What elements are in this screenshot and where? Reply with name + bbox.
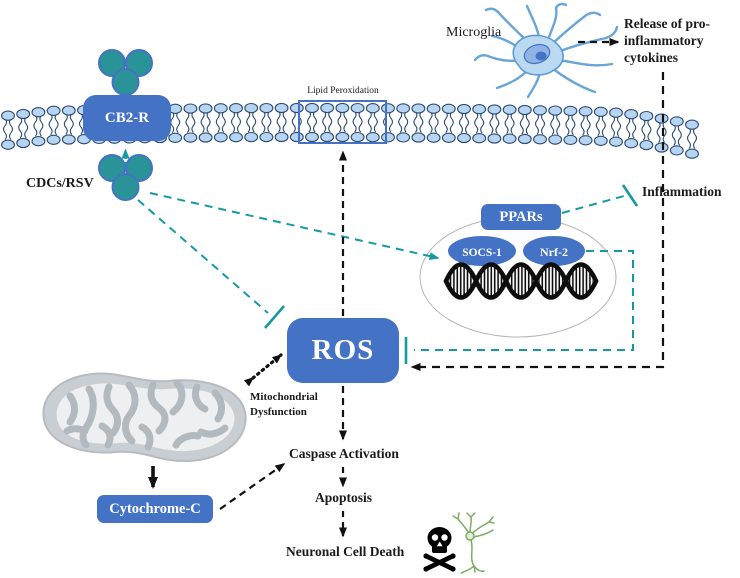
socs1-label: SOCS-1 <box>462 247 502 259</box>
mitochondria-illustration <box>42 372 247 463</box>
edge-ppars-to-inflammation <box>561 195 625 214</box>
nrf2-label: Nrf-2 <box>540 245 568 259</box>
edge-cytc-to-caspase <box>219 463 286 510</box>
release-cytokines-label: Release of pro-inflammatory cytokines <box>624 16 710 65</box>
mitochondrial-dysfunction-label: Mitochondrial Dysfunction <box>250 391 318 418</box>
cdcs-rsv-label: CDCs/RSV <box>26 176 94 191</box>
microglia-illustration <box>473 2 619 99</box>
caspase-activation-label: Caspase Activation <box>289 446 399 461</box>
inflammation-label: Inflammation <box>642 184 722 199</box>
skull-crossbones-icon <box>423 527 456 572</box>
socs1-ellipse: SOCS-1 <box>448 236 516 266</box>
lipid-peroxidation-box <box>298 100 387 144</box>
cb2r-node: CB2-R <box>83 95 171 141</box>
ligand-trefoil-bottom-icon <box>98 154 153 201</box>
edge-ros-mitochondria <box>243 353 283 387</box>
edge-cdcs-to-ros <box>137 199 269 314</box>
cytochrome-c-node: Cytochrome-C <box>97 495 213 523</box>
ros-node: ROS <box>287 318 399 383</box>
dna-helix-illustration <box>443 262 599 300</box>
microglia-label: Microglia <box>446 25 502 40</box>
nrf2-ellipse: Nrf-2 <box>523 236 585 266</box>
neuronal-cell-death-label: Neuronal Cell Death <box>286 544 405 559</box>
ligand-trefoil-top-icon <box>98 49 153 96</box>
edge-cytokines-to-ros <box>410 72 665 371</box>
ppars-node: PPARs <box>481 204 561 230</box>
inhibit-bar-inflammation <box>621 184 639 207</box>
edge-cdcs-to-socs1 <box>149 192 440 261</box>
edge-nrf2-to-ros <box>414 250 634 351</box>
neuron-icon <box>452 512 495 574</box>
lipid-peroxidation-label: Lipid Peroxidation <box>307 86 379 96</box>
inhibit-bar-ros-left <box>264 305 285 329</box>
apoptosis-label: Apoptosis <box>315 490 373 505</box>
